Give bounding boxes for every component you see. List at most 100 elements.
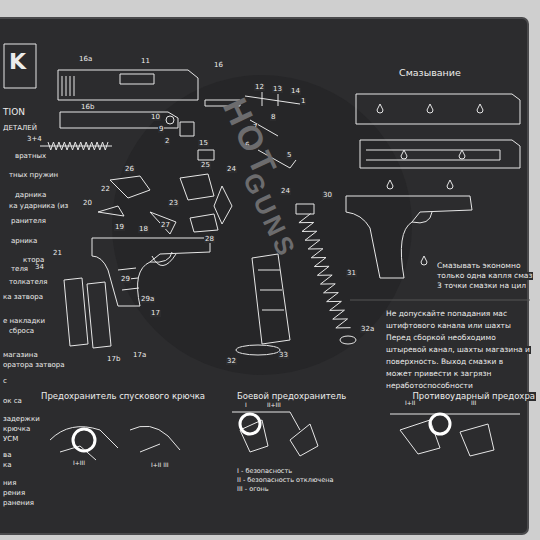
callout-number: 18	[138, 226, 149, 233]
part-name: магазина	[2, 352, 39, 359]
callout-number: 2	[164, 138, 170, 145]
part-name: задержки	[2, 416, 41, 423]
part-name: ва	[2, 452, 12, 459]
logo-box	[4, 44, 36, 88]
position-mark: III	[470, 400, 477, 406]
lube-trigger-guard	[412, 212, 432, 223]
extractor	[180, 122, 194, 136]
slide	[58, 70, 198, 100]
position-mark: I	[244, 402, 248, 408]
callout-number: 5	[286, 152, 292, 159]
part-name: толкателя	[8, 279, 48, 286]
callout-number: 19	[114, 224, 125, 231]
part-name: вратных	[14, 153, 47, 160]
part-name: TION	[2, 108, 26, 117]
lubrication-note: 3 точки смазки на цил	[436, 282, 527, 290]
part-name: рения	[2, 490, 26, 497]
part-name: ка затвора	[2, 294, 44, 301]
lubrication-note: Перед сборкой необходимо	[385, 334, 497, 342]
position-mark: II+III	[266, 402, 282, 408]
part-name: оратора затвора	[2, 362, 66, 369]
magazines	[64, 278, 111, 348]
part-name: е накладки	[2, 318, 46, 325]
chamber	[166, 116, 174, 124]
part-name: ДЕТАЛЕЙ	[2, 125, 38, 132]
callout-number: 22	[100, 186, 111, 193]
callout-number: 29	[120, 276, 131, 283]
recoil-spring	[48, 142, 108, 150]
part-name: тных пружин	[8, 172, 59, 179]
locking-block	[180, 174, 232, 224]
callout-number: 33	[278, 352, 289, 359]
part-name: крючка	[2, 426, 31, 433]
callout-number: 17b	[106, 356, 121, 363]
magazine-windows	[258, 270, 284, 310]
callout-number: 12	[254, 84, 265, 91]
oil-drops	[377, 104, 483, 265]
callout-number: 20	[82, 200, 93, 207]
lubrication-note: может привести к загрязн	[385, 370, 492, 378]
follower	[296, 204, 314, 214]
part-name: сброса	[8, 328, 35, 335]
part-name: ранения	[2, 500, 35, 507]
callout-number: 10	[150, 114, 161, 121]
highlight-circles	[73, 414, 450, 451]
small-parts	[98, 206, 218, 234]
part-name: дарника	[14, 192, 47, 199]
callout-number: 30	[322, 192, 333, 199]
callout-number: 17	[150, 310, 161, 317]
magazine-body	[252, 254, 290, 344]
part-name: арника	[10, 238, 38, 245]
callout-number: 23	[168, 200, 179, 207]
divider	[350, 300, 530, 301]
section-heading: Боевой предохранитель	[236, 392, 347, 401]
watermark-disc	[112, 75, 412, 375]
drop-safety	[390, 414, 520, 456]
callout-number: 9	[158, 126, 164, 133]
callout-number: 28	[204, 236, 215, 243]
callout-number: 34	[34, 264, 45, 271]
part-name: УСМ	[2, 436, 19, 443]
lubrication-note: Смазывать экономно	[436, 262, 521, 270]
lubrication-note: Не допускайте попадания мас	[385, 310, 508, 318]
callout-number: 1	[300, 98, 306, 105]
section-heading: Предохранитель спускового крючка	[40, 392, 206, 401]
insert	[340, 336, 356, 344]
part-name: теля	[10, 266, 29, 273]
position-mark: I+II III	[150, 462, 170, 468]
trigger-guard	[150, 252, 176, 266]
callout-number: 31	[346, 270, 357, 277]
callout-number: 14	[290, 88, 301, 95]
logo-letter: K	[8, 50, 27, 73]
slide-cover	[198, 150, 214, 160]
lubrication-note: только одна капля смаз	[436, 272, 533, 280]
firing-pin-safety	[232, 412, 318, 456]
callout-number: 21	[52, 250, 63, 257]
position-key: II - безопасность отключена	[236, 477, 334, 484]
callout-number: 24	[226, 166, 237, 173]
part-name: ния	[2, 480, 17, 487]
serrations	[62, 76, 74, 96]
part-name: ранителя	[10, 218, 47, 225]
callout-number: 26	[124, 166, 135, 173]
section-title: Смазывание	[398, 68, 462, 78]
lube-slide	[356, 94, 520, 124]
part-name: ка ударника (из	[8, 203, 69, 210]
callout-number: 11	[140, 58, 151, 65]
grip-texture	[118, 268, 139, 290]
floorplate	[236, 345, 280, 355]
lubrication-note: штифтового канала или шахты	[385, 322, 512, 330]
callout-number: 8	[270, 114, 276, 121]
part-name: с	[2, 378, 8, 385]
callout-number: 16	[213, 62, 224, 69]
callout-number: 3+4	[26, 136, 43, 143]
callout-number: 25	[200, 162, 211, 169]
ejection-port	[120, 74, 154, 84]
callout-number: 13	[272, 86, 283, 93]
trigger-safety	[50, 426, 180, 460]
callout-number: 32a	[360, 326, 375, 333]
callout-number: 32	[226, 358, 237, 365]
part-name: ок са	[2, 398, 23, 405]
position-mark: I+II	[404, 400, 416, 406]
